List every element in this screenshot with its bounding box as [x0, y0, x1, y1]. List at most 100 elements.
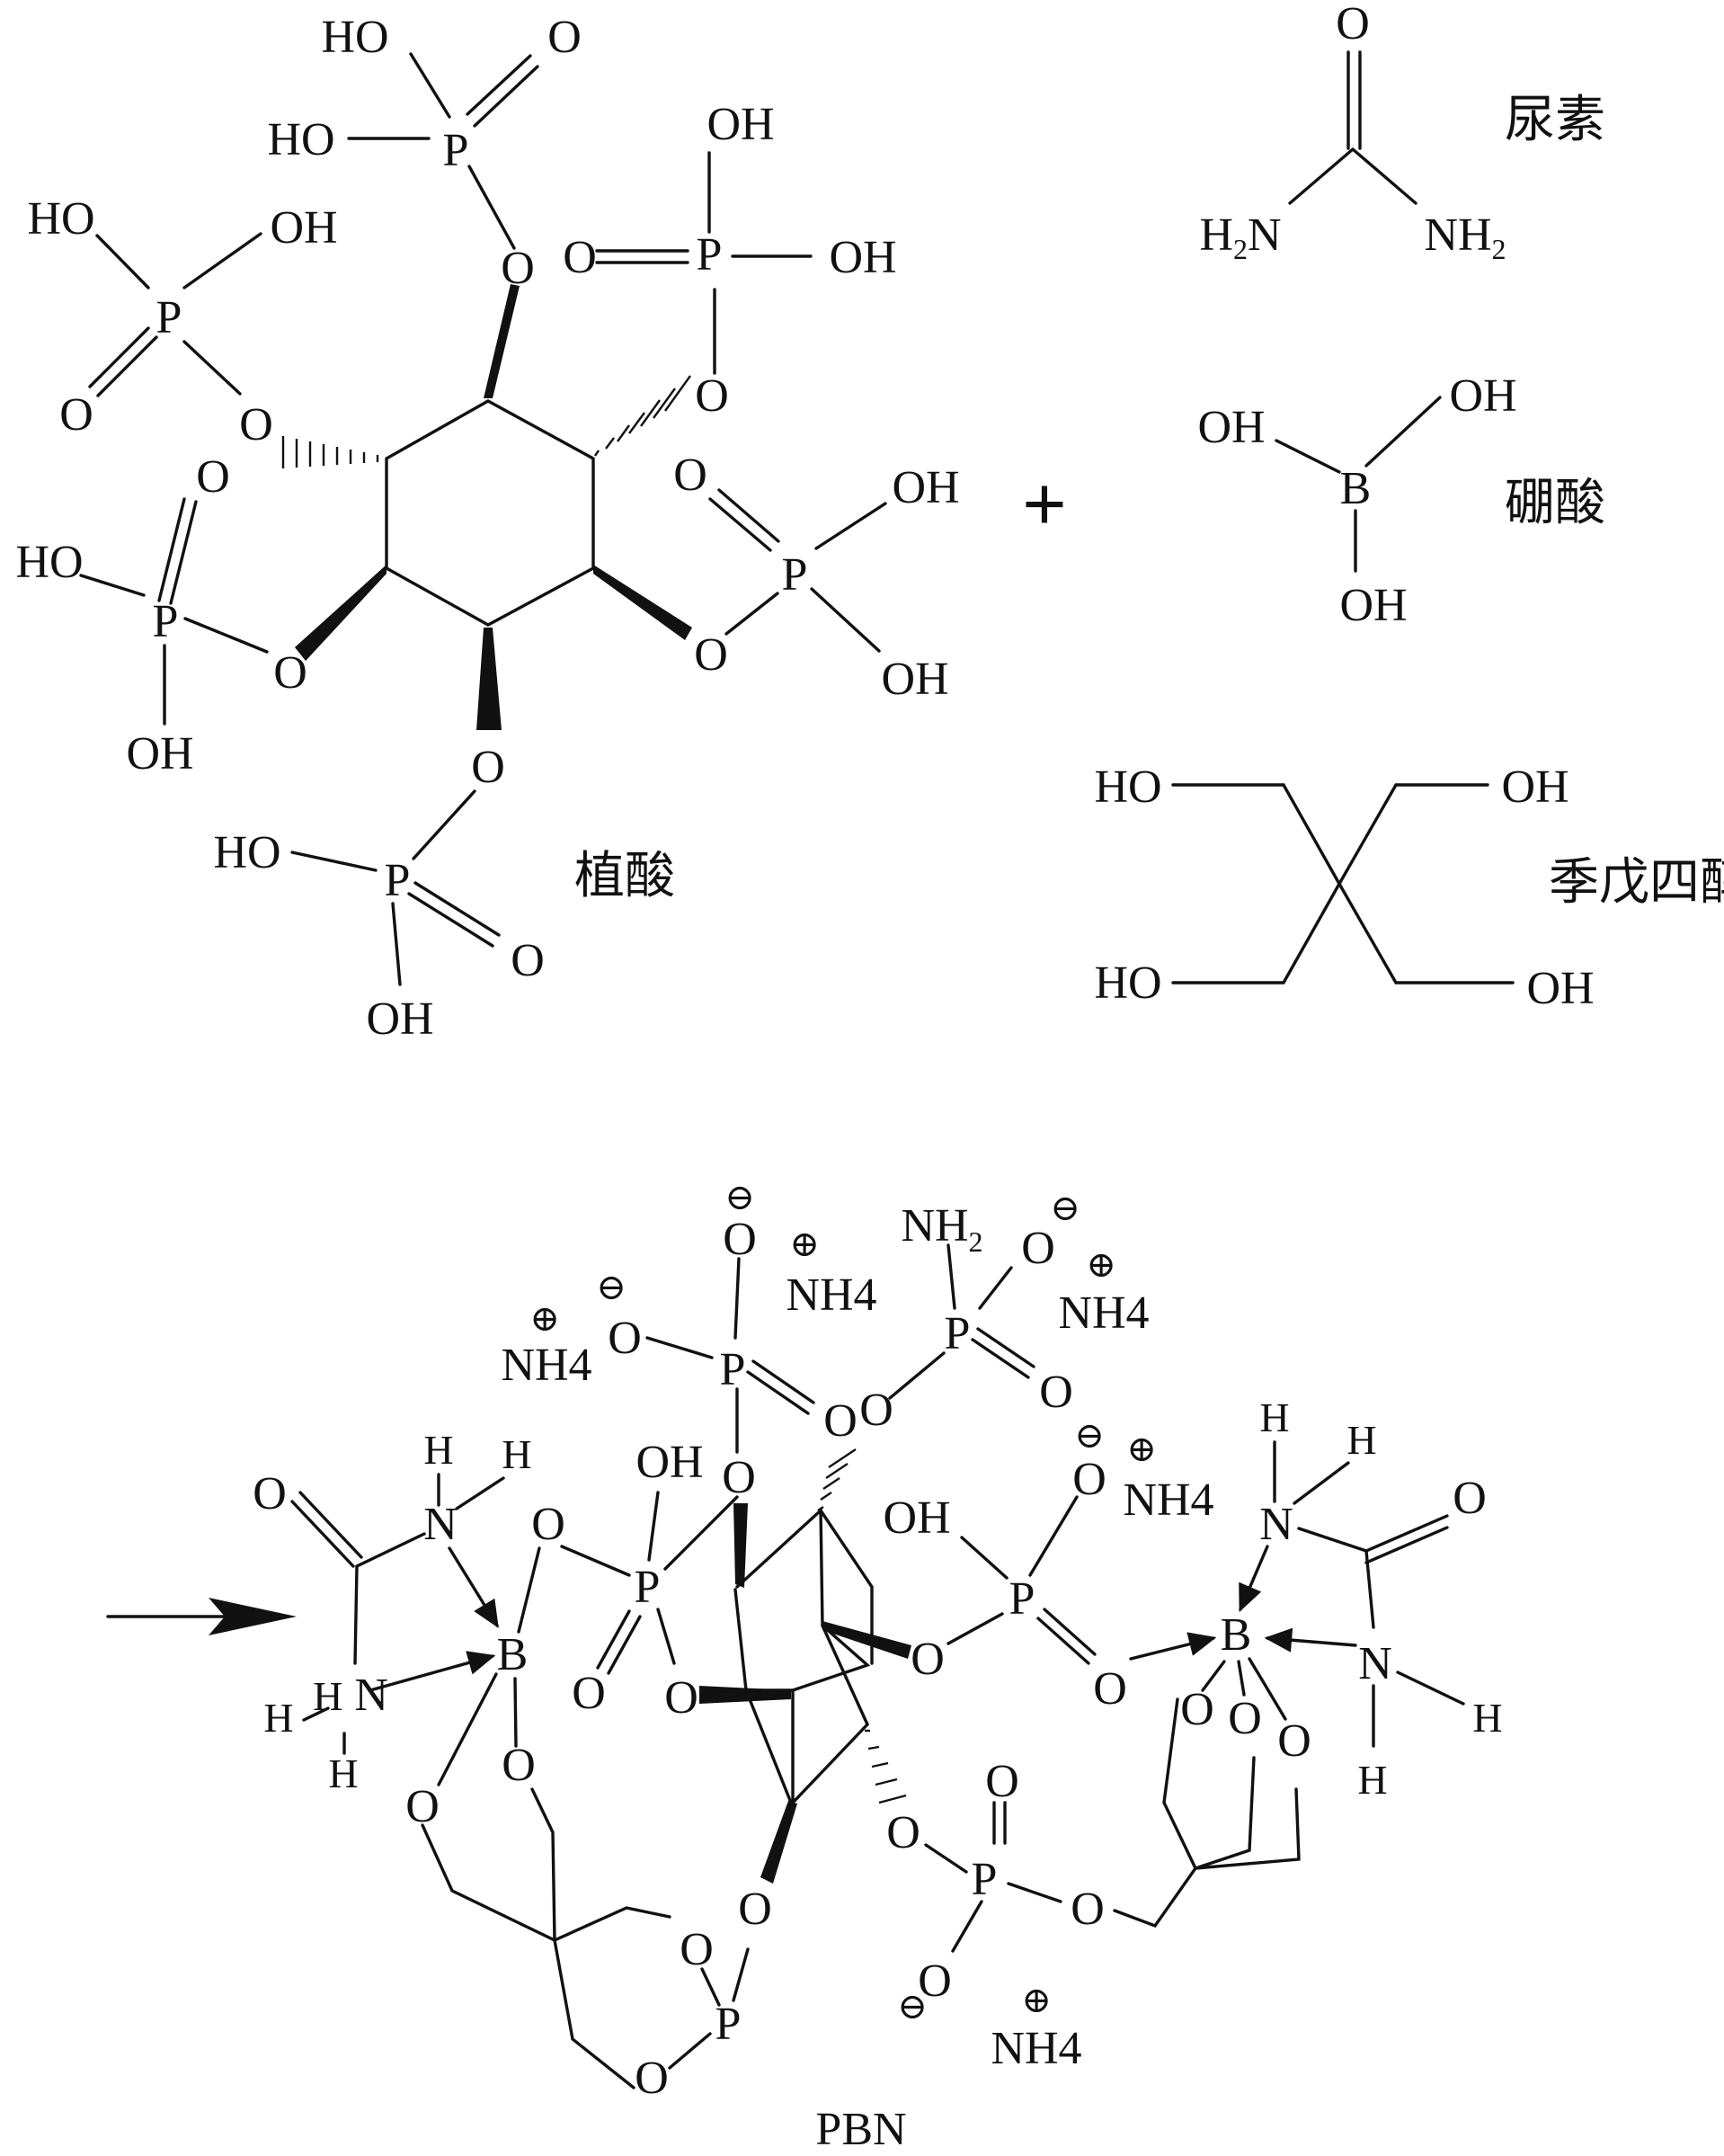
pentaerythritol-structure: HO OH HO OH 季戊四醇: [1094, 762, 1724, 1014]
atom-O: O: [531, 1499, 565, 1550]
atom-O: O: [664, 1672, 698, 1724]
group-OH: OH: [881, 654, 948, 705]
atom-P: P: [720, 1344, 746, 1395]
pentaerythritol-label: 季戊四醇: [1549, 853, 1724, 912]
atom-O: O: [673, 450, 707, 501]
atom-O: O: [738, 1884, 772, 1935]
atom-O: O: [1277, 1715, 1311, 1767]
charge-minus: ⊖: [724, 1177, 755, 1217]
atom-P: P: [385, 855, 411, 906]
reaction-arrow: [106, 1598, 297, 1635]
atom-N: N: [423, 1499, 458, 1550]
boric-acid-structure: OH OH B OH 硼酸: [1197, 370, 1605, 631]
atom-P: P: [156, 292, 182, 343]
atom-O: O: [911, 1634, 945, 1685]
urea-structure: O H2N NH2 尿素: [1199, 0, 1605, 265]
atom-O: O: [502, 1740, 536, 1791]
group-OH: OH: [1339, 580, 1407, 631]
group-HO: HO: [27, 193, 94, 245]
atom-O: O: [59, 389, 93, 441]
group-HO: HO: [1094, 958, 1161, 1009]
atom-N: N: [1358, 1638, 1392, 1689]
atom-H: H: [423, 1427, 453, 1473]
atom-P: P: [697, 229, 723, 281]
atom-H: H: [1472, 1695, 1502, 1741]
plus-sign: +: [1022, 461, 1067, 548]
atom-O: O: [1093, 1663, 1127, 1715]
atom-O: O: [563, 232, 597, 283]
atom-O: O: [1453, 1473, 1487, 1524]
group-OH: OH: [1197, 402, 1265, 453]
atom-B: B: [1340, 463, 1372, 514]
charge-plus: ⊕: [789, 1224, 820, 1264]
charge-minus: ⊖: [596, 1267, 627, 1307]
group-NH2: NH2: [1424, 209, 1506, 265]
atom-O: O: [918, 1956, 952, 2007]
group-H2N: H2N: [1199, 209, 1281, 265]
group-OH: OH: [270, 202, 337, 254]
atom-O: O: [1071, 1884, 1105, 1935]
atom-P: P: [945, 1308, 971, 1359]
charge-plus: ⊕: [1021, 1980, 1052, 2020]
group-OH: OH: [892, 462, 959, 513]
atom-H: H: [1357, 1757, 1387, 1803]
atom-H: H: [502, 1431, 531, 1477]
charge-plus: ⊕: [1126, 1429, 1157, 1469]
atom-O: O: [1180, 1684, 1214, 1735]
atom-N: N: [1259, 1499, 1293, 1550]
atom-P: P: [443, 125, 469, 176]
group-NH: H N: [313, 1670, 388, 1721]
atom-P: P: [1009, 1573, 1035, 1625]
atom-O: O: [471, 742, 505, 793]
charge-minus: ⊖: [1074, 1415, 1105, 1456]
atom-O: O: [239, 399, 273, 450]
atom-B: B: [1221, 1609, 1252, 1661]
atom-B: B: [497, 1629, 529, 1680]
atom-H: H: [328, 1751, 358, 1796]
group-HO: HO: [1094, 762, 1161, 813]
charge-minus: ⊖: [1050, 1188, 1080, 1228]
atom-O: O: [1072, 1454, 1106, 1505]
atom-P: P: [972, 1854, 998, 1905]
ammonium: NH4: [1058, 1287, 1149, 1339]
atom-P: P: [635, 1562, 661, 1613]
atom-O: O: [1336, 0, 1370, 49]
atom-O: O: [608, 1313, 642, 1364]
atom-O: O: [273, 647, 307, 699]
atom-O: O: [196, 451, 230, 503]
atom-H: H: [1259, 1394, 1289, 1440]
atom-H: H: [1346, 1417, 1376, 1463]
atom-O: O: [501, 243, 535, 294]
charge-plus: ⊕: [529, 1298, 560, 1339]
atom-O: O: [547, 12, 582, 63]
charge-minus: ⊖: [897, 1986, 928, 2027]
atom-O: O: [985, 1756, 1019, 1807]
atom-O: O: [722, 1452, 756, 1503]
atom-H: H: [263, 1695, 293, 1741]
ammonium: NH4: [991, 2023, 1081, 2074]
group-OH: OH: [1501, 762, 1568, 813]
group-OH: OH: [829, 232, 896, 283]
atom-O: O: [695, 370, 729, 422]
atom-O: O: [823, 1395, 858, 1447]
atom-P: P: [153, 596, 179, 647]
atom-O: O: [680, 1924, 714, 1975]
phytic-acid-structure: O P HO HO O O P OH OH O O: [15, 12, 959, 1045]
pbn-product-structure: O N H H H N H H B O O O O O P O: [253, 1177, 1502, 2155]
atom-O: O: [572, 1668, 606, 1719]
atom-O: O: [1021, 1223, 1055, 1274]
group-OH: OH: [706, 99, 774, 150]
group-HO: HO: [321, 12, 388, 63]
atom-O: O: [1228, 1693, 1262, 1744]
group-NH2: NH2: [901, 1200, 982, 1258]
group-OH: OH: [1449, 370, 1516, 422]
group-HO: HO: [267, 114, 334, 165]
phytic-acid-label: 植酸: [574, 847, 675, 905]
atom-O: O: [253, 1468, 287, 1519]
group-HO: HO: [15, 537, 83, 588]
group-OH: OH: [1526, 963, 1594, 1014]
atom-O: O: [511, 935, 545, 986]
ammonium: NH4: [786, 1270, 876, 1321]
group-OH: OH: [883, 1492, 950, 1544]
